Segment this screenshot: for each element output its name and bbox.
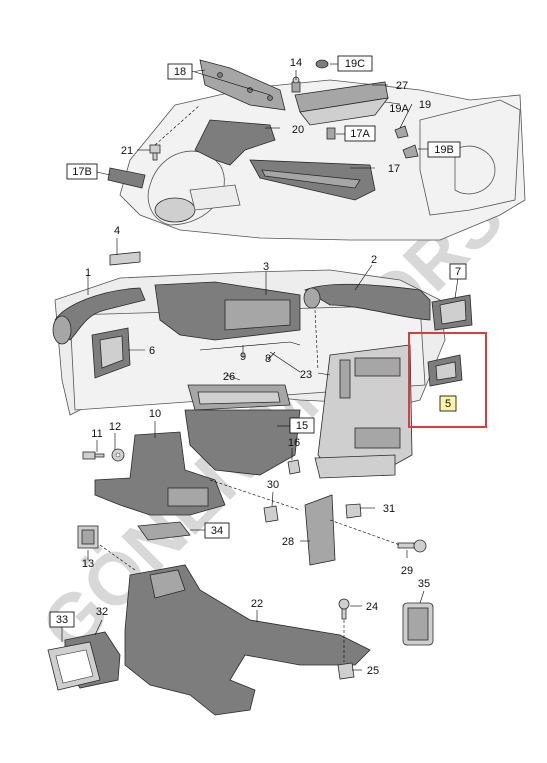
part-27-cowl-cover bbox=[294, 81, 389, 126]
highlight-box bbox=[408, 332, 487, 428]
part-23-center-bezel bbox=[314, 344, 413, 479]
callout-17B: 17B bbox=[72, 166, 92, 178]
part-25-clip bbox=[337, 662, 355, 680]
part-17A-clip bbox=[326, 127, 336, 140]
callout-24: 24 bbox=[366, 601, 378, 613]
part-34-gasket bbox=[137, 521, 191, 541]
part-9-hose bbox=[199, 341, 301, 351]
part-15-air-housing bbox=[184, 409, 301, 476]
callout-17A: 17A bbox=[350, 128, 370, 140]
callout-32: 32 bbox=[96, 606, 108, 618]
part-12-washer bbox=[111, 448, 125, 462]
part-33-vent-frame bbox=[47, 641, 101, 691]
part-19B-clip bbox=[402, 144, 419, 159]
callout-25: 25 bbox=[367, 665, 379, 677]
leader-lines bbox=[61, 63, 459, 671]
part-7-right-vent bbox=[431, 294, 473, 331]
part-10-heater-unit bbox=[94, 431, 226, 516]
callout-23: 23 bbox=[300, 369, 312, 381]
callout-4: 4 bbox=[114, 225, 120, 237]
callout-19C: 19C bbox=[345, 58, 365, 70]
part-24-screw bbox=[338, 598, 350, 620]
part-16-nut bbox=[287, 459, 301, 475]
part-26-frame bbox=[187, 384, 291, 411]
part-29-screw bbox=[397, 539, 427, 553]
part-19A-clip bbox=[394, 125, 409, 139]
callout-28: 28 bbox=[282, 536, 294, 548]
part-35-vent-grille bbox=[402, 602, 434, 646]
callout-26: 26 bbox=[223, 371, 235, 383]
callout-11: 11 bbox=[91, 428, 102, 440]
callout-12: 12 bbox=[109, 421, 121, 433]
part-31-clip bbox=[345, 503, 362, 519]
callout-5-box bbox=[439, 395, 457, 412]
callout-33: 33 bbox=[56, 614, 68, 626]
callout-9: 9 bbox=[240, 351, 246, 363]
part-5-center-vent bbox=[427, 354, 463, 387]
callout-8: 8 bbox=[265, 353, 271, 365]
callout-20: 20 bbox=[292, 124, 304, 136]
part-2-right-air-duct bbox=[303, 283, 431, 321]
callout-18: 18 bbox=[174, 66, 186, 78]
callout-30: 30 bbox=[267, 479, 279, 491]
callout-35: 35 bbox=[418, 578, 430, 590]
callout-3: 3 bbox=[263, 261, 269, 273]
part-14-fastener bbox=[291, 76, 301, 93]
callout-19A: 19A bbox=[389, 103, 409, 115]
part-11-screw bbox=[82, 451, 105, 460]
part-19C-clip bbox=[315, 59, 329, 69]
callout-13: 13 bbox=[82, 558, 94, 570]
callout-6: 6 bbox=[149, 345, 155, 357]
callout-7: 7 bbox=[455, 266, 461, 278]
callout-2: 2 bbox=[371, 254, 377, 266]
callout-27: 27 bbox=[396, 80, 408, 92]
part-3-center-duct bbox=[154, 281, 301, 341]
callout-10: 10 bbox=[149, 408, 161, 420]
part-17B-end-cap bbox=[107, 167, 146, 189]
callout-5: 5 bbox=[445, 398, 451, 410]
part-20-air-duct bbox=[194, 119, 276, 166]
part-8-hose bbox=[269, 351, 301, 373]
callout-21: 21 bbox=[121, 145, 133, 157]
callout-15: 15 bbox=[296, 420, 308, 432]
part-1-left-air-duct bbox=[52, 287, 146, 345]
callout-29: 29 bbox=[401, 565, 413, 577]
callout-16: 16 bbox=[288, 437, 300, 449]
callout-34: 34 bbox=[211, 525, 223, 537]
callout-17: 17 bbox=[388, 163, 400, 175]
callout-labels: 18 14 19C 27 19A 19 19B 20 17A 17 21 17B… bbox=[49, 55, 467, 677]
part-4-bracket bbox=[109, 251, 141, 266]
part-13-small-vent bbox=[77, 525, 99, 549]
car-body-upper bbox=[119, 79, 526, 241]
callout-19: 19 bbox=[419, 99, 431, 111]
callout-22: 22 bbox=[251, 598, 263, 610]
part-17-defroster-vent bbox=[249, 159, 376, 201]
callout-14: 14 bbox=[290, 57, 302, 69]
callout-31: 31 bbox=[383, 503, 395, 515]
part-30-clip bbox=[263, 505, 279, 523]
part-28-bracket bbox=[304, 494, 336, 566]
part-22-floor-duct bbox=[124, 564, 371, 716]
part-6-left-vent bbox=[91, 327, 131, 379]
callout-1: 1 bbox=[85, 267, 91, 279]
callout-19B: 19B bbox=[434, 144, 454, 156]
